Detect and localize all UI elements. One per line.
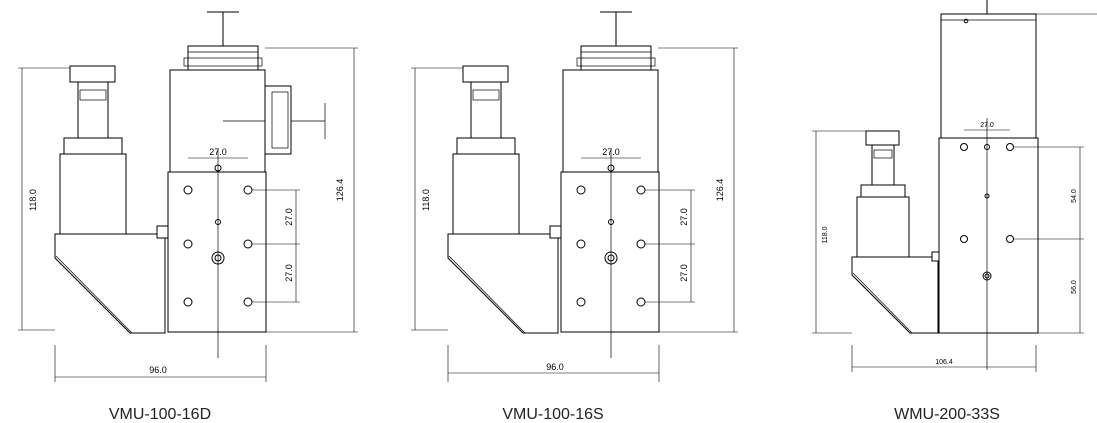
angled-base (54, 233, 166, 334)
left-connector-cap (69, 65, 116, 83)
dim-hole-pitch-v2: 27.0 (284, 264, 294, 282)
dim-width: 106.4 (935, 359, 953, 366)
left-connector-body (77, 81, 109, 139)
angled-base (851, 256, 939, 334)
drawing-wmu-200-33s: 118.0 106.4 27.0 54.0 56.0 WMU-200-33S (812, 0, 1097, 423)
left-tube-top (860, 184, 906, 198)
left-connector-body (470, 81, 502, 139)
left-connector-cap (865, 130, 900, 146)
mounting-holes (183, 164, 253, 307)
model-label: VMU-100-16D (109, 406, 211, 423)
main-column-upper (562, 69, 659, 173)
left-tube (59, 153, 127, 235)
model-label: WMU-200-33S (894, 406, 1000, 423)
dim-hole-pitch-v1: 27.0 (679, 208, 689, 226)
dim-height-left: 118.0 (421, 189, 431, 211)
dim-hole-pitch-v2: 27.0 (679, 264, 689, 282)
dim-hole-pitch-top: 27.0 (602, 147, 620, 157)
left-tube (452, 153, 520, 235)
dim-width: 96.0 (546, 362, 564, 372)
left-tube (856, 196, 910, 258)
angled-base (447, 233, 559, 334)
dim-height-left: 118.0 (822, 226, 829, 243)
dim-height-right: 126.4 (335, 179, 345, 202)
dim-hole-pitch-v1: 54.0 (1071, 189, 1078, 203)
dim-height-right: 126.4 (715, 179, 725, 202)
left-connector-cap (462, 65, 509, 83)
drawing-vmu-100-16d: 118.0 126.4 96.0 27.0 27.0 27.0 VMU-100-… (18, 11, 358, 423)
left-tube-top (456, 137, 516, 155)
left-tube-top (63, 137, 123, 155)
dim-width: 96.0 (149, 365, 167, 375)
drawing-vmu-100-16s: 118.0 126.4 96.0 27.0 27.0 27.0 VMU-100-… (411, 11, 738, 423)
mounting-plate (938, 137, 1039, 334)
dim-hole-pitch-top: 27.0 (980, 122, 994, 129)
left-connector-body (871, 144, 895, 186)
dim-height-left: 118.0 (28, 189, 38, 211)
dim-hole-pitch-top: 27.0 (209, 147, 227, 157)
model-label: VMU-100-16S (502, 406, 603, 423)
dim-hole-pitch-v1: 27.0 (284, 208, 294, 226)
dim-hole-pitch-v2: 56.0 (1071, 280, 1078, 294)
main-column-upper (940, 13, 1037, 139)
side-port (264, 85, 292, 155)
